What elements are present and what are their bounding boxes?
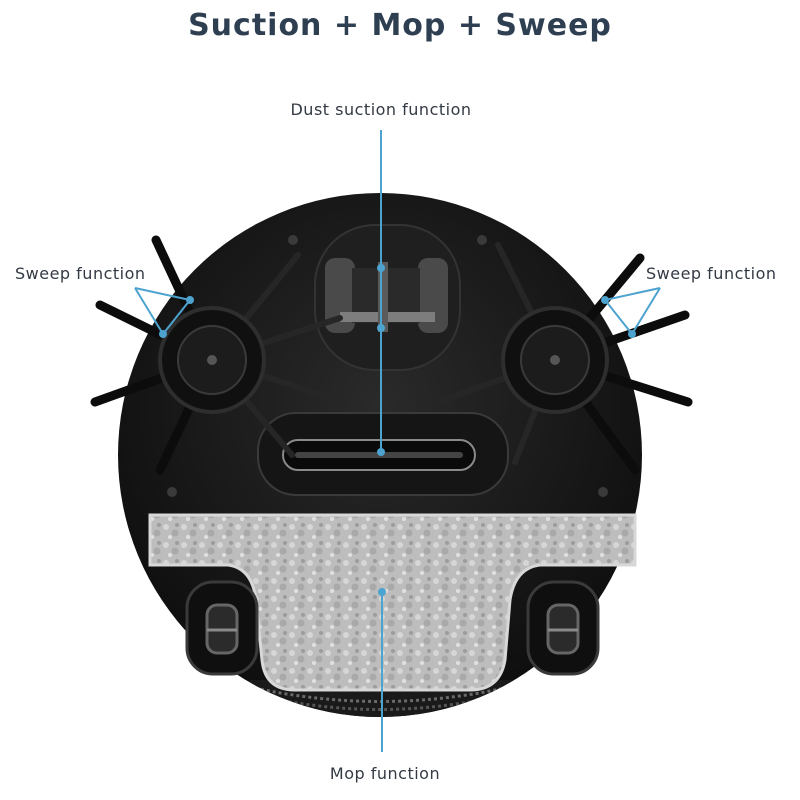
sweep-left-callout — [134, 287, 194, 338]
roller-brush — [314, 224, 461, 371]
left-wheel — [185, 580, 259, 676]
right-side-brush — [435, 242, 693, 475]
mop-pad — [148, 513, 637, 692]
diagram-title: Suction + Mop + Sweep — [188, 8, 612, 43]
dust-suction-label: Dust suction function — [290, 100, 472, 119]
sweep-right-callout — [601, 287, 661, 338]
sweep-left-label: Sweep function — [15, 264, 146, 283]
sweep-right-label: Sweep function — [646, 264, 777, 283]
screw-holes — [167, 235, 608, 497]
right-wheel — [526, 580, 600, 676]
left-side-brush — [90, 235, 348, 475]
mop-callout — [378, 588, 386, 752]
dust-suction-callout — [377, 130, 385, 456]
mop-label: Mop function — [329, 764, 441, 783]
